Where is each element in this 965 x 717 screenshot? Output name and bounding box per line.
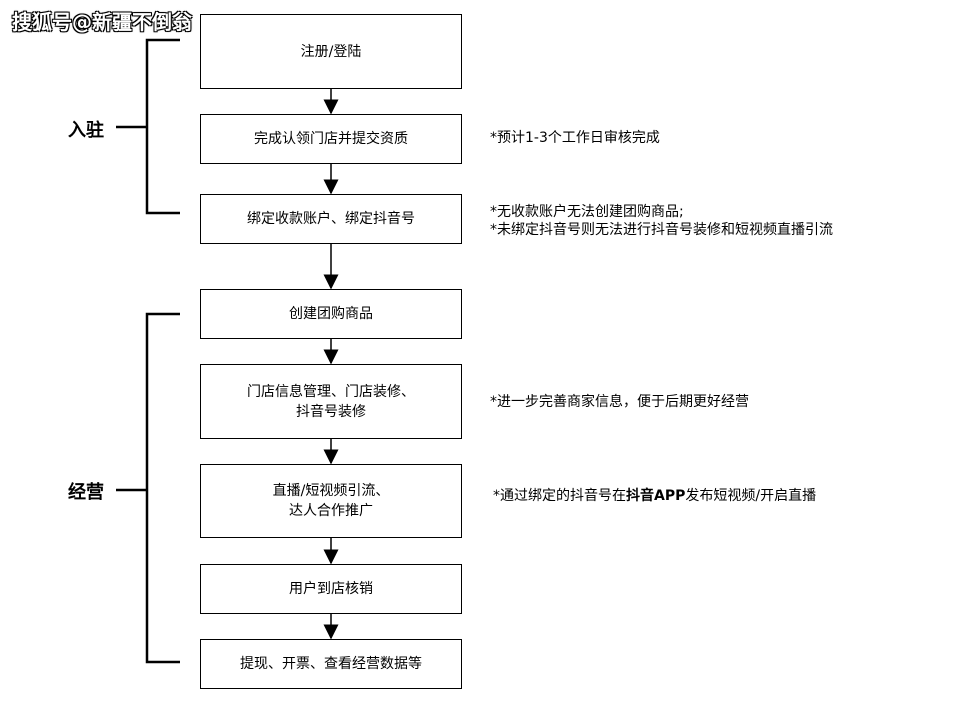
step-withdraw-data: 提现、开票、查看经营数据等 [200, 639, 462, 689]
note-publish-video: *通过绑定的抖音号在抖音APP发布短视频/开启直播 [493, 487, 816, 505]
step-claim-store: 完成认领门店并提交资质 [200, 114, 462, 164]
watermark: 搜狐号@新疆不倒翁 [12, 10, 192, 34]
step-text: 注册/登陆 [300, 43, 362, 60]
note-text-pre: *通过绑定的抖音号在 [493, 488, 626, 504]
step-register-login: 注册/登陆 [200, 14, 462, 89]
step-verify-redemption: 用户到店核销 [200, 564, 462, 614]
step-text-line1: 门店信息管理、门店装修、 [247, 383, 415, 400]
step-text-line2: 达人合作推广 [289, 503, 373, 519]
step-text: 提现、开票、查看经营数据等 [240, 656, 422, 672]
bracket-operation [116, 312, 180, 664]
step-traffic-promotion: 直播/短视频引流、 达人合作推广 [200, 464, 462, 538]
step-bind-accounts: 绑定收款账户、绑定抖音号 [200, 194, 462, 244]
step-create-product: 创建团购商品 [200, 289, 462, 339]
step-store-management: 门店信息管理、门店装修、 抖音号装修 [200, 364, 462, 439]
note-text-post: 发布短视频/开启直播 [685, 488, 817, 504]
step-text: 绑定收款账户、绑定抖音号 [247, 211, 415, 227]
phase-label-operation: 经营 [68, 482, 104, 503]
note-no-douyin: *未绑定抖音号则无法进行抖音号装修和短视频直播引流 [490, 222, 833, 238]
step-text-line2: 抖音号装修 [296, 403, 366, 420]
bracket-onboarding [116, 38, 180, 215]
step-text: 完成认领门店并提交资质 [254, 131, 408, 147]
step-text: 创建团购商品 [289, 306, 373, 322]
note-no-account: *无收款账户无法创建团购商品; [490, 204, 684, 220]
note-improve-info: *进一步完善商家信息，便于后期更好经营 [490, 394, 749, 410]
step-text-line1: 直播/短视频引流、 [272, 483, 390, 499]
note-review-time: *预计1-3个工作日审核完成 [490, 130, 660, 146]
phase-label-onboarding: 入驻 [68, 120, 104, 141]
step-text: 用户到店核销 [289, 581, 373, 597]
note-text-bold: 抖音APP [626, 488, 686, 504]
